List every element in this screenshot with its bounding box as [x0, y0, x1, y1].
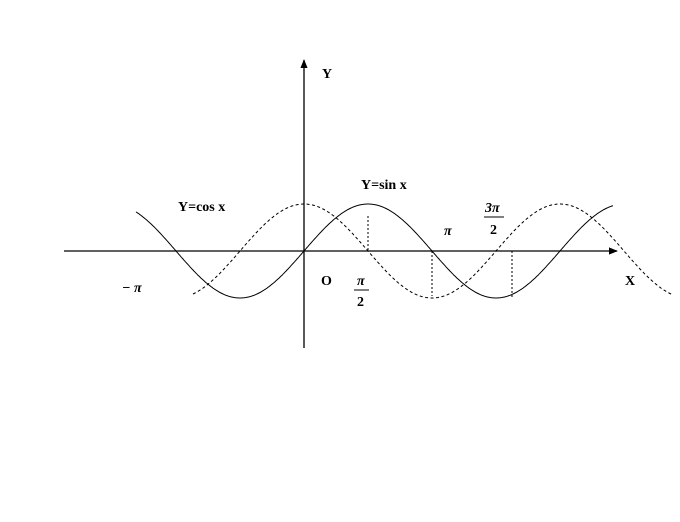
- cos-curve: [192, 203, 673, 299]
- sin-curve-label: Y=sin x: [361, 178, 407, 193]
- tick-neg-pi: − π: [122, 281, 142, 296]
- sin-curve: [135, 203, 614, 299]
- tick-three-half-pi-denominator: 2: [490, 223, 497, 238]
- x-axis-label: X: [625, 274, 635, 289]
- cos-curve-label: Y=cos x: [178, 200, 225, 215]
- tick-half-pi-denominator: 2: [357, 295, 364, 310]
- y-axis-label: Y: [322, 67, 332, 82]
- tick-pi: π: [444, 224, 452, 239]
- tick-half-pi-numerator: π: [357, 274, 365, 289]
- origin-label: O: [321, 274, 332, 289]
- tick-three-half-pi-numerator: 3π: [484, 201, 500, 216]
